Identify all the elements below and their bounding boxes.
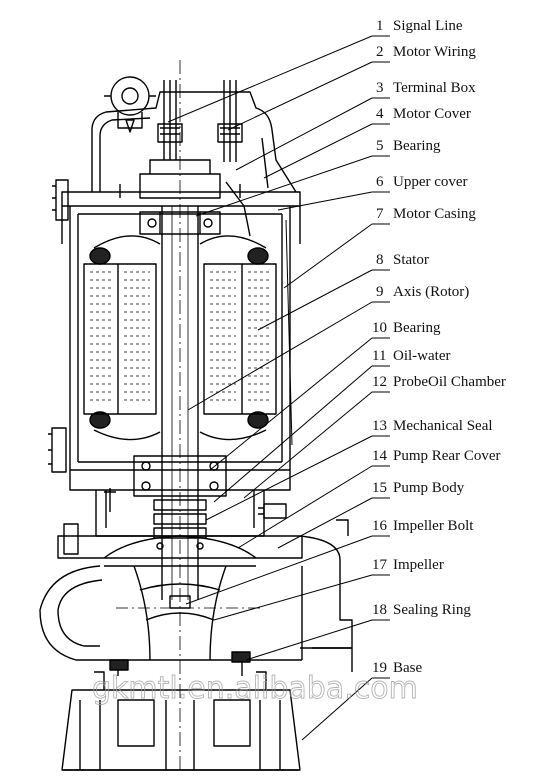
callout-number: 5 <box>376 138 384 154</box>
callout-number: 6 <box>376 174 384 190</box>
callout-number: 4 <box>376 106 384 122</box>
callout-17: 17 Impeller <box>372 557 444 573</box>
callout-3: 3 Terminal Box <box>376 80 476 96</box>
callout-number: 11 <box>372 348 386 364</box>
motor-cover-outline <box>91 91 297 199</box>
callout-text: Motor Cover <box>393 106 471 122</box>
leader-lines <box>167 35 390 741</box>
callout-6: 6 Upper cover <box>376 174 468 190</box>
callout-18: 18 Sealing Ring <box>372 602 471 618</box>
pump-body <box>39 519 353 672</box>
callout-number: 1 <box>376 18 384 34</box>
callout-1: 1 Signal Line <box>376 18 463 34</box>
callout-number: 13 <box>372 418 387 434</box>
callout-10: 10 Bearing <box>372 320 441 336</box>
callout-16: 16 Impeller Bolt <box>372 518 474 534</box>
base <box>61 671 301 771</box>
callout-7: 7 Motor Casing <box>376 206 476 222</box>
callout-19: 19 Base <box>372 660 423 676</box>
callout-number: 10 <box>372 320 387 336</box>
callout-14: 14 Pump Rear Cover <box>372 448 500 464</box>
callout-12: 12 ProbeOil Chamber <box>372 374 506 390</box>
lifting-eye <box>104 76 156 133</box>
callout-13: 13 Mechanical Seal <box>372 418 493 434</box>
stator-core <box>83 263 277 415</box>
callout-2: 2 Motor Wiring <box>376 44 476 60</box>
sealing-ring <box>109 651 251 671</box>
callout-11: 11 Oil-water <box>372 348 450 364</box>
callout-8: 8 Stator <box>376 252 429 268</box>
callout-number: 18 <box>372 602 387 618</box>
callout-text: Terminal Box <box>393 80 476 96</box>
callout-number: 12 <box>372 374 387 390</box>
callout-text: Signal Line <box>393 18 463 34</box>
callout-4: 4 Motor Cover <box>376 106 471 122</box>
callout-text: Stator <box>393 252 429 268</box>
callout-text: Bearing <box>393 138 441 154</box>
callout-text: Impeller <box>393 557 444 573</box>
mechanical-seal <box>153 499 207 550</box>
callout-number: 19 <box>372 660 387 676</box>
callout-text: Pump Body <box>393 480 465 496</box>
callout-text: Bearing <box>393 320 441 336</box>
callout-number: 9 <box>376 284 384 300</box>
callout-text: Pump Rear Cover <box>393 448 500 464</box>
callout-text: Oil-water <box>393 348 450 364</box>
callout-text: ProbeOil Chamber <box>393 374 506 390</box>
callout-9: 9 Axis (Rotor) <box>376 284 469 300</box>
rotor-shaft <box>161 60 199 770</box>
stator-winding-ends <box>89 235 269 441</box>
pump-drawing <box>39 35 390 771</box>
callout-5: 5 Bearing <box>376 138 441 154</box>
callout-number: 15 <box>372 480 387 496</box>
callout-text: Motor Casing <box>393 206 476 222</box>
callout-text: Base <box>393 660 423 676</box>
callout-number: 7 <box>376 206 384 222</box>
callout-text: Axis (Rotor) <box>393 284 469 300</box>
callout-text: Upper cover <box>393 174 468 190</box>
callout-number: 16 <box>372 518 388 534</box>
callout-15: 15 Pump Body <box>372 480 465 496</box>
callout-number: 8 <box>376 252 384 268</box>
callout-text: Impeller Bolt <box>393 518 474 534</box>
callout-number: 17 <box>372 557 388 573</box>
callout-text: Motor Wiring <box>393 44 476 60</box>
callout-number: 3 <box>376 80 384 96</box>
callout-number: 14 <box>372 448 388 464</box>
callout-text: Sealing Ring <box>393 602 471 618</box>
watermark: gkmtl.en.alibaba.com <box>92 671 418 706</box>
callout-number: 2 <box>376 44 384 60</box>
callout-text: Mechanical Seal <box>393 418 493 434</box>
